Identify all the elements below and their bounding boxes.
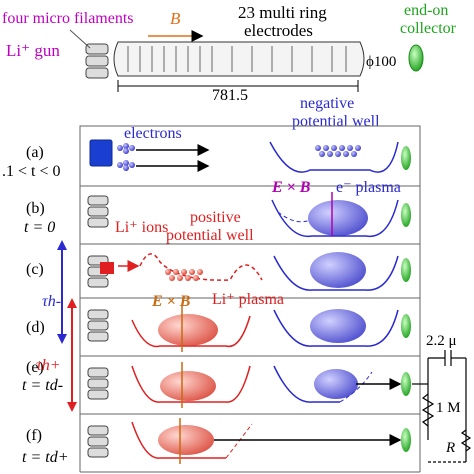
tau-h-minus-label: τh- (42, 293, 61, 310)
collector-title: end-on (404, 2, 448, 19)
panel-e-time: t = td- (22, 377, 63, 394)
panel-b-letter: (b) (26, 200, 45, 217)
electrode-tube (113, 41, 365, 77)
panel-d-electron-plasma (310, 309, 366, 343)
panel-b-gun-icon (87, 195, 109, 228)
panel-a-time: .1 < t < 0 (2, 163, 61, 180)
panel-f-pos-well (131, 421, 226, 459)
panel-a-collector (401, 146, 411, 170)
panel-e-gun-icon (87, 367, 109, 400)
panel-d-ion-plasma (158, 314, 218, 346)
panel-c-gun-icon (87, 255, 114, 288)
panel-d-neg-well (273, 309, 399, 347)
panel-a-trapped-cloud (315, 145, 361, 157)
panel-f-letter: (f) (26, 427, 42, 444)
collector-icon (408, 44, 424, 72)
panel-a-letter: (a) (26, 144, 44, 161)
pos-well-label-2: potential well (166, 227, 254, 244)
gun-label: Li⁺ gun (6, 41, 60, 60)
panel-d-letter: (d) (26, 319, 45, 336)
bfield-label: B (170, 9, 181, 28)
panel-c-letter: (c) (26, 261, 44, 278)
li-gun-icon (69, 29, 109, 79)
panel-c-neg-well (273, 255, 399, 291)
panel-c-pos-well-dashed (139, 253, 263, 281)
length-label: 781.5 (212, 87, 248, 104)
e-plasma-label: e⁻ plasma (336, 179, 401, 196)
panel-b-time: t = 0 (24, 219, 55, 236)
panel-d-collector (401, 314, 411, 338)
panel-e-collector (401, 372, 411, 396)
panel-f-ion-plasma (158, 425, 214, 455)
panel-a-gun-icon (89, 139, 113, 167)
collector-circuit (412, 350, 472, 463)
panel-e-electron-plasma (314, 369, 358, 399)
capacitor-label: 2.2 μ (426, 333, 457, 349)
panel-f-collector (401, 428, 411, 452)
resistor-1m-label: 1 M (436, 400, 461, 416)
filaments-label: four micro filaments (2, 10, 134, 27)
exb-label-d: E × B (151, 293, 191, 310)
panel-b-well-dashed (277, 211, 311, 223)
panel-d-pos-well (131, 315, 251, 348)
neg-well-label-1: negative (300, 95, 354, 112)
panel-b-well (271, 199, 399, 238)
panel-e-neg-well (273, 365, 340, 403)
diameter-label: ϕ100 (366, 54, 396, 70)
panel-b-collector (401, 203, 411, 227)
electrons-label: electrons (124, 125, 182, 142)
panel-c-electron-plasma (310, 252, 366, 288)
panel-b-electron-plasma (308, 200, 368, 236)
exb-label-b: E × B (271, 179, 311, 196)
panel-e-letter: (e) (26, 359, 44, 376)
panel-a-electron-bunch (117, 143, 135, 171)
panel-a-well (269, 141, 399, 173)
li-ions-label: Li⁺ ions (115, 219, 168, 236)
panel-f-time: t = td+ (22, 449, 68, 466)
resistor-r-label: R (445, 440, 455, 456)
pos-well-label-1: positive (190, 209, 241, 226)
panel-frames (79, 125, 421, 473)
panel-e-ion-plasma (160, 371, 216, 401)
li-plasma-label: Li⁺ plasma (212, 291, 284, 308)
electrodes-subtitle: electrodes (244, 21, 313, 40)
panel-f-pos-well-dashed (225, 423, 253, 459)
panel-d-gun-icon (87, 309, 109, 342)
panel-c-ion-bunch (165, 269, 203, 281)
tau-h-plus-label: τh+ (36, 357, 61, 374)
panel-f-gun-icon (87, 425, 109, 458)
neg-well-label-2: potential well (292, 113, 380, 130)
panel-e-pos-well (131, 365, 251, 403)
collector-subtitle: collector (400, 20, 457, 37)
electrodes-title: 23 multi ring (238, 3, 327, 22)
panel-c-collector (401, 258, 411, 282)
panel-e-neg-well-dashed (339, 371, 373, 403)
